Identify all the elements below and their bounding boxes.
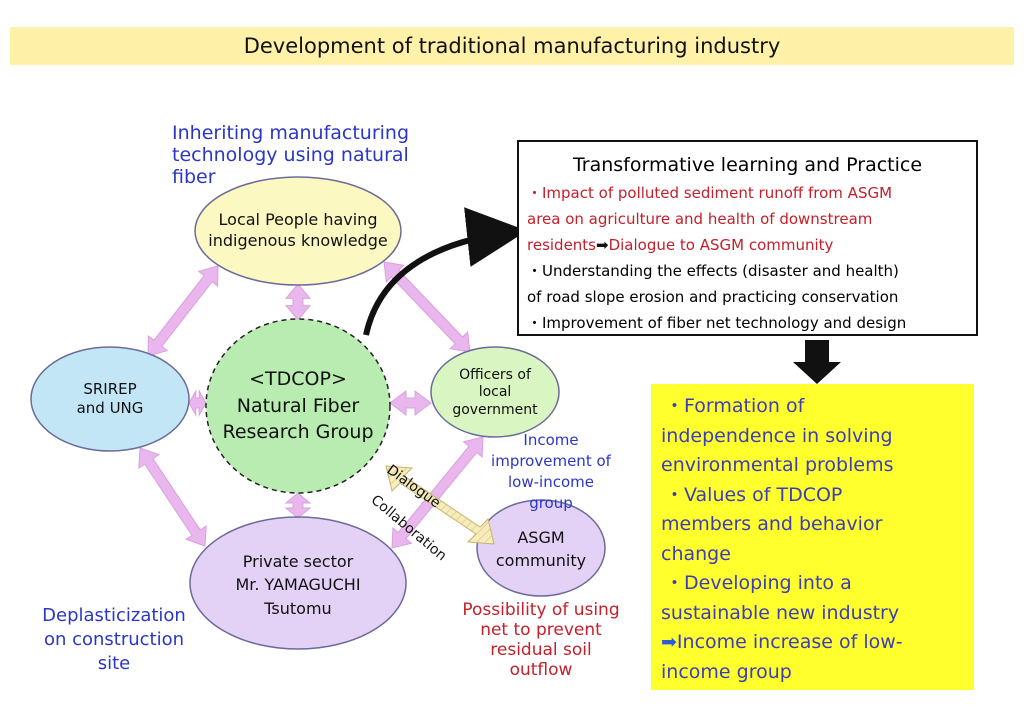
deplasticization-line2: on construction — [43, 629, 185, 650]
practice-item1-line1: ・Impact of polluted sediment runoff from… — [527, 184, 893, 202]
arrow-officers-private — [391, 436, 484, 549]
srirep-line1: SRIREP — [83, 379, 137, 398]
arrow-center-officers — [389, 390, 432, 416]
arrow-local-srirep — [147, 265, 219, 357]
officers-line1: Officers of — [459, 366, 531, 383]
private-line3: Tsutomu — [264, 598, 332, 618]
inheriting-line2: technology using natural — [172, 144, 409, 166]
practice-box: Transformative learning and Practice ・Im… — [517, 140, 978, 336]
node-officers-label: Officers of local government — [440, 363, 550, 423]
dialogue-collaboration-arrow — [385, 465, 495, 545]
outcome-item2-line1: ・Values of TDCOP — [665, 483, 843, 506]
deplasticization-line3: site — [97, 653, 131, 674]
arrow-center-srirep — [188, 389, 207, 417]
asgm-line2: community — [495, 551, 587, 570]
possibility-line1: Possibility of using — [462, 600, 620, 620]
outcome-item3-line1: ・Developing into a — [665, 572, 852, 594]
outcome-item2-line3: change — [661, 542, 731, 565]
practice-item2-line2: of road slope erosion and practicing con… — [527, 288, 899, 306]
private-line1: Private sector — [242, 552, 354, 572]
outcome-box: ・Formation of independence in solving en… — [651, 384, 974, 690]
income-line2: improvement of — [491, 452, 611, 470]
down-arrow — [793, 340, 841, 384]
private-line2: Mr. YAMAGUCHI — [235, 575, 361, 595]
node-private — [189, 516, 407, 650]
inheriting-line1: Inheriting manufacturing — [172, 122, 410, 144]
curved-arrow — [363, 207, 527, 336]
right-arrow-icon: ➡ — [596, 236, 609, 254]
center-line1: <TDCOP> — [249, 368, 347, 391]
node-center-label: <TDCOP> Natural Fiber Research Group — [220, 362, 376, 450]
outcome-item1-line2: independence in solving — [661, 424, 893, 447]
practice-item3: ・Improvement of fiber net technology and… — [527, 314, 907, 332]
local-people-line2: indigenous knowledge — [208, 231, 388, 250]
pink-arrows — [138, 261, 484, 549]
annotation-deplasticization: Deplasticization on construction site — [26, 604, 202, 676]
inheriting-line3: fiber — [172, 166, 216, 188]
practice-item2-line1: ・Understanding the effects (disaster and… — [527, 262, 899, 280]
node-center — [205, 318, 391, 494]
possibility-line3: residual soil — [490, 640, 592, 660]
practice-item1-residents: residents — [527, 236, 597, 254]
annotation-income-improvement: Income improvement of low-income group — [476, 430, 626, 514]
center-line3: Research Group — [222, 421, 374, 444]
arrow-srirep-private — [138, 447, 207, 547]
outcome-item4-line1: ➡Income increase of low- — [661, 628, 966, 658]
income-line3: low-income — [508, 473, 594, 491]
local-people-line1: Local People having — [218, 210, 378, 230]
possibility-line2: net to prevent — [480, 620, 602, 640]
annotation-inheriting: Inheriting manufacturing technology usin… — [172, 122, 409, 188]
practice-item1-line2: area on agriculture and health of downst… — [527, 210, 873, 228]
income-line4: group — [529, 494, 573, 512]
node-asgm — [476, 499, 606, 597]
node-local-people — [194, 176, 402, 286]
possibility-line4: outflow — [509, 660, 573, 680]
outcome-item1-line3: environmental problems — [661, 454, 894, 476]
practice-title: Transformative learning and Practice — [572, 154, 923, 176]
income-line1: Income — [523, 431, 579, 449]
arrow-center-local — [284, 283, 312, 321]
node-srirep-label: SRIREP and UNG — [52, 372, 168, 426]
practice-item1-dialogue: Dialogue to ASGM community — [608, 236, 834, 254]
outcome-item4-line2: income group — [661, 660, 792, 683]
outcome-item4-text: Income increase of low- — [676, 631, 903, 653]
deplasticization-line1: Deplasticization — [42, 605, 186, 626]
title-banner: Development of traditional manufacturing… — [10, 27, 1014, 65]
outcome-item3-line2: sustainable new industry — [661, 601, 900, 624]
annotation-possibility: Possibility of using net to prevent resi… — [436, 600, 646, 680]
node-srirep — [30, 346, 190, 452]
node-private-label: Private sector Mr. YAMAGUCHI Tsutomu — [205, 546, 391, 624]
officers-line3: government — [452, 401, 538, 418]
node-asgm-label: ASGM community — [485, 524, 597, 574]
asgm-line1: ASGM — [517, 527, 565, 547]
page-title: Development of traditional manufacturing… — [243, 34, 781, 58]
srirep-line2: and UNG — [76, 399, 144, 417]
node-local-people-label: Local People having indigenous knowledge — [200, 200, 396, 262]
practice-item1-line3: residents➡Dialogue to ASGM community — [527, 232, 968, 258]
center-line2: Natural Fiber — [236, 394, 360, 417]
arrow-center-private — [284, 492, 312, 519]
outcome-item2-line2: members and behavior — [661, 513, 883, 535]
officers-line2: local — [478, 384, 512, 401]
outcome-item1-line1: ・Formation of — [665, 395, 805, 417]
node-officers — [430, 346, 560, 438]
right-arrow-icon: ➡ — [661, 631, 677, 653]
